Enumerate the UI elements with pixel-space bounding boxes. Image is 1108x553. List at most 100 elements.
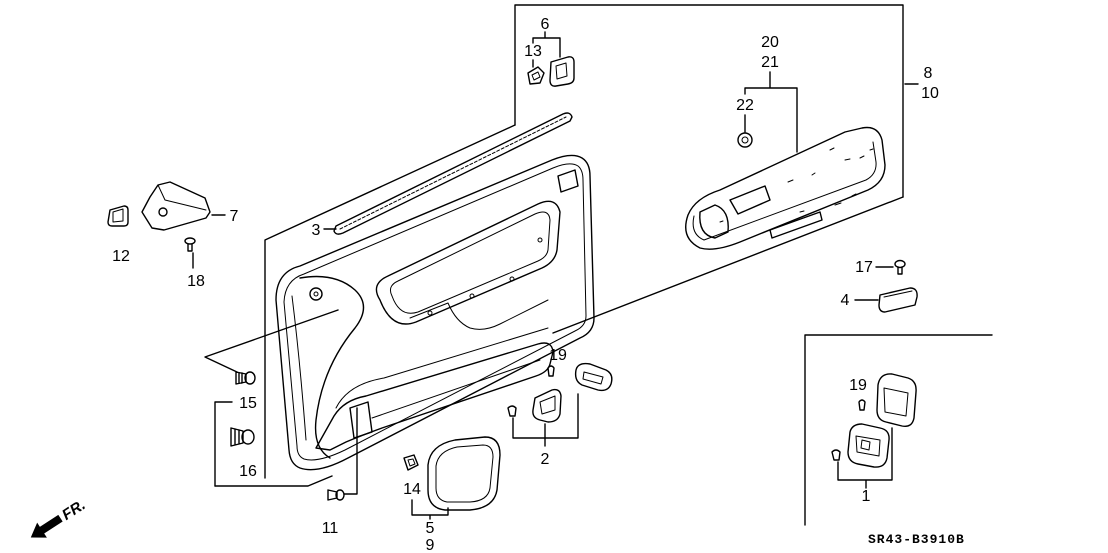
clip-6-body: [549, 56, 575, 87]
handle-housing-upper: [876, 373, 917, 428]
callout-5: 5: [426, 520, 435, 537]
bracket-7-body: [141, 181, 211, 231]
bracket-7-hole: [158, 207, 168, 217]
callout-13: 13: [524, 43, 542, 60]
callout-4: 4: [841, 292, 850, 309]
clip-14-inner: [407, 458, 416, 467]
part-1-handle-assembly: [831, 373, 917, 468]
trim-clip-hole: [427, 310, 433, 316]
callout-7: 7: [230, 208, 239, 225]
switch-4-top: [883, 290, 913, 298]
armrest-ridge: [335, 327, 549, 409]
callout-11: 11: [322, 520, 339, 537]
callout-2: 2: [541, 451, 550, 468]
part-22-grommet: [737, 132, 753, 148]
screw-17-shank: [897, 266, 903, 275]
callout-9: 9: [426, 537, 435, 553]
clip-16-washer: [241, 429, 255, 445]
clip-14-body: [403, 454, 419, 471]
panel-outer-outline: [275, 154, 595, 471]
handle-bezel-opening: [582, 371, 604, 385]
switch-4-body: [878, 287, 918, 313]
bracket-7-fold: [157, 184, 207, 211]
armrest-outline: [685, 126, 886, 250]
clip-12-inner: [112, 208, 124, 223]
part-3-weatherstrip: [333, 112, 573, 235]
clip-15-washer: [244, 371, 256, 385]
part-6-clip: [549, 56, 575, 87]
inset-box-frame: [804, 334, 993, 526]
part-18-screw: [184, 237, 196, 252]
part-12-clip: [107, 205, 129, 227]
bracket-2: [512, 393, 579, 447]
handle-housing-upper-inner: [883, 387, 909, 417]
screw-handle-lower: [507, 405, 517, 417]
clip-13-inner: [531, 71, 541, 81]
trim-clip-hole: [509, 276, 515, 282]
armrest-switch-recess: [729, 185, 771, 215]
bracket-5-9: [411, 499, 449, 520]
frame-diagonal-right: [552, 196, 904, 334]
part-5-9-speaker-grille: [427, 436, 501, 511]
callout-8: 8: [924, 65, 933, 82]
callout-14: 14: [403, 481, 421, 498]
handle-lower-lever: [855, 435, 881, 457]
callout-21: 21: [761, 54, 779, 71]
callout-19-box: 19: [849, 377, 867, 394]
frame-lines: [192, 4, 993, 526]
callout-17: 17: [855, 259, 873, 276]
screw-box-lower: [831, 449, 841, 461]
leader-11: [343, 407, 358, 495]
weatherstrip-center-line: [339, 116, 567, 230]
clip-15-body: [235, 371, 247, 385]
callout-22: 22: [736, 97, 754, 114]
handle-housing-lower: [847, 423, 890, 468]
bracket-1: [837, 427, 893, 489]
callout-6: 6: [541, 16, 550, 33]
part-13-clip: [527, 66, 545, 85]
bracket-6: [532, 31, 561, 58]
diagram-code: SR43-B3910B: [868, 532, 965, 547]
part-11-clip: [327, 489, 345, 501]
clip-12-body: [107, 205, 129, 227]
clip-6-inner: [555, 62, 568, 80]
inner-handle-body: [532, 388, 562, 423]
part-4-switch: [878, 287, 918, 313]
front-direction-marker: FR.: [30, 496, 89, 538]
upper-trim-inner: [390, 211, 551, 314]
callout-20: 20: [761, 34, 779, 51]
panel-clip-hole: [309, 287, 323, 301]
screw-18-head: [184, 237, 196, 245]
clip-11-body: [327, 489, 338, 501]
callout-18: 18: [187, 273, 205, 290]
armrest-surface-marks: [719, 147, 874, 223]
grille-mesh: [435, 444, 494, 503]
armrest-handle-cup: [699, 204, 729, 239]
upper-corner-pocket: [557, 169, 579, 193]
screw-18-shank: [187, 243, 193, 252]
frame-bottom-left: [214, 475, 333, 487]
callout-3: 3: [312, 222, 321, 239]
part-14-clip: [403, 454, 419, 471]
door-lining-panel: [275, 154, 595, 471]
callout-12: 12: [112, 248, 130, 265]
callout-labels: 1 2 3 4 5 6 7 8 9 10 11 12 13 14 15 16 1…: [112, 16, 939, 553]
grommet-22-inner: [741, 136, 749, 144]
weatherstrip-outline: [333, 112, 573, 235]
frame-diagonal-left: [264, 124, 516, 479]
grommet-22-outer: [737, 132, 753, 148]
screw-17-head: [894, 259, 906, 269]
callout-1: 1: [862, 488, 871, 505]
trim-clip-hole: [469, 293, 475, 299]
pocket-recess: [349, 401, 373, 439]
part-15-clip: [235, 371, 256, 385]
part-20-21-armrest: [685, 126, 886, 250]
armrest-inner-rim: [692, 141, 877, 241]
armrest-pull-slot: [769, 211, 823, 239]
clip-13-body: [527, 66, 545, 85]
inner-handle-lever: [539, 395, 556, 415]
grab-handle-inner: [291, 295, 307, 441]
clip-16-body: [230, 427, 244, 447]
upper-trim-opening: [375, 200, 561, 325]
part-17-screw: [894, 259, 906, 275]
